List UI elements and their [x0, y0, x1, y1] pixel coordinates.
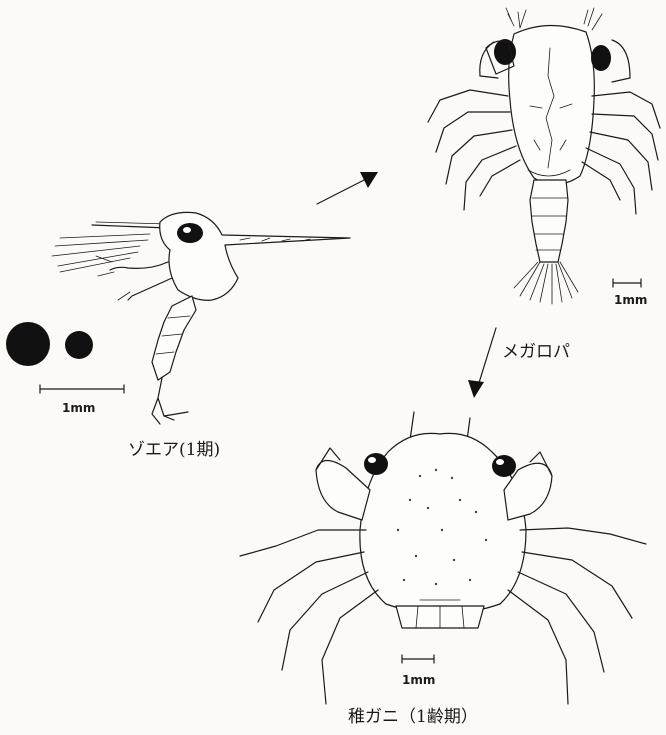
juvenile-label: 稚ガニ（1齢期）: [348, 707, 478, 727]
juvenile-scale-label: 1mm: [402, 673, 435, 687]
zoea-label: ゾエア(1期): [128, 440, 220, 460]
megalopa-illustration: [428, 8, 660, 304]
megalopa-label: メガロパ: [502, 342, 570, 362]
zoea-scale-bar: 1mm: [40, 385, 124, 415]
megalopa-scale-bar: 1mm: [613, 279, 647, 307]
egg-icon: [6, 322, 93, 366]
zoea-illustration: [52, 212, 350, 424]
egg-large: [6, 322, 50, 366]
arrow-icon: [468, 328, 496, 398]
juvenile-crab-illustration: [240, 412, 646, 704]
juvenile-scale-bar: 1mm: [402, 655, 435, 687]
arrow-icon: [317, 172, 378, 204]
zoea-scale-label: 1mm: [62, 401, 95, 415]
megalopa-scale-label: 1mm: [614, 293, 647, 307]
egg-small: [65, 331, 93, 359]
